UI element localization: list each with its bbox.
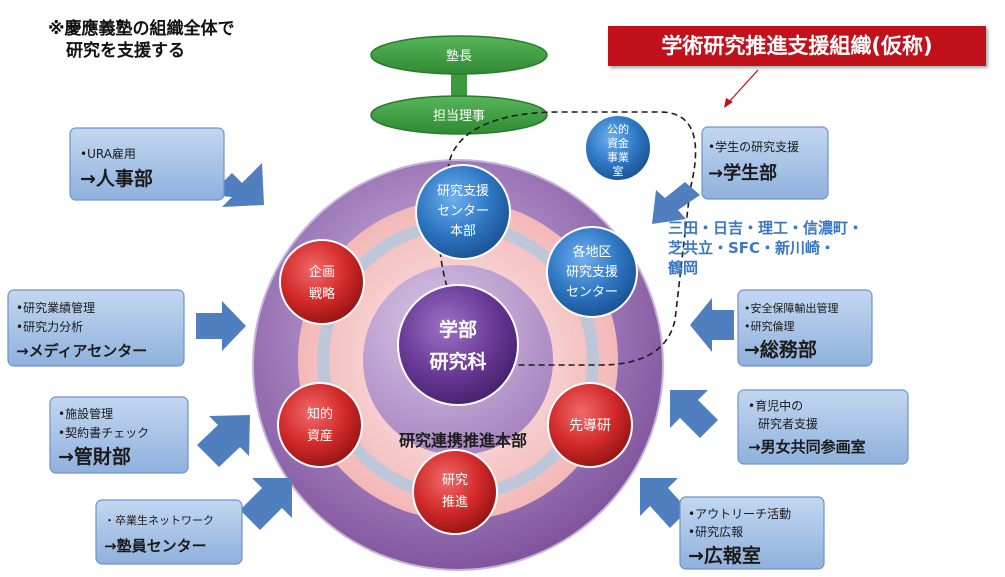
research-support-hq-circle — [415, 164, 511, 260]
arrow-students — [652, 182, 700, 224]
ip-line1: 知的 — [307, 406, 333, 422]
regional-centers-line1: 各地区 — [572, 244, 611, 260]
banner-pointer-head — [724, 98, 733, 108]
promotion-circle — [412, 449, 498, 535]
box-gender-item1: •育児中の — [748, 398, 803, 413]
advanced-line1: 先導研 — [569, 418, 611, 434]
intro-line1: ※慶應義塾の組織全体で — [48, 19, 235, 39]
box-gender: •育児中の 研究者支援 →男女共同参画室 — [737, 389, 909, 465]
campus-line1: 三田・日吉・理工・信濃町・ — [668, 219, 864, 237]
president-label: 塾長 — [446, 48, 472, 64]
arrow-media — [196, 301, 246, 351]
box-general-item1: •安全保障輸出管理 — [744, 301, 839, 315]
director-ellipse — [370, 95, 548, 135]
campus-line2: 芝共立・SFC・新川崎・ — [668, 239, 836, 257]
arrow-general — [690, 298, 734, 352]
box-general: •安全保障輸出管理 •研究倫理 →総務部 — [737, 289, 873, 367]
regional-centers-line2: 研究支援 — [566, 265, 618, 280]
box-students: •学生の研究支援 →学生部 — [701, 126, 829, 200]
box-hr: •URA雇用 →人事部 — [69, 127, 225, 201]
box-pr: •アウトリーチ活動 •研究広報 →広報室 — [679, 496, 825, 570]
box-students-dept: →学生部 — [708, 162, 777, 184]
public-funds-line2: 資金 — [607, 136, 629, 150]
advanced-circle — [547, 382, 633, 468]
box-media-item1: •研究業績管理 — [16, 300, 95, 315]
box-facilities-dept: →管財部 — [58, 445, 131, 468]
arrow-gender — [670, 390, 718, 438]
box-hr-item1: •URA雇用 — [80, 146, 136, 161]
promotion-line2: 推進 — [442, 495, 468, 510]
research-support-hq-line2: センター — [437, 204, 489, 219]
box-students-item1: •学生の研究支援 — [708, 139, 799, 154]
center-faculty-circle — [397, 284, 519, 406]
box-media-dept: →メディアセンター — [16, 342, 147, 360]
ip-circle — [277, 382, 363, 468]
ring-label: 研究連携推進本部 — [399, 431, 527, 450]
arrow-pr — [640, 478, 688, 528]
arrow-facilities — [197, 415, 250, 467]
box-general-dept: →総務部 — [744, 338, 817, 361]
box-alumni-item1: ・卒業生ネットワーク — [104, 513, 214, 527]
center-faculty-line1: 学部 — [439, 318, 477, 341]
box-facilities: •施設管理 •契約書チェック →管財部 — [49, 396, 189, 474]
campus-line3: 鶴岡 — [668, 259, 699, 277]
public-funds-line1: 公的 — [607, 122, 629, 136]
regional-centers-line3: センター — [566, 285, 618, 300]
planning-circle — [279, 239, 365, 325]
box-media-item2: •研究力分析 — [16, 319, 83, 334]
center-faculty-line2: 研究科 — [429, 350, 486, 373]
pink-ring — [297, 199, 618, 521]
box-gender-item2: 研究者支援 — [758, 416, 818, 431]
box-facilities-item1: •施設管理 — [58, 406, 113, 421]
public-funds-circle — [584, 114, 652, 182]
box-pr-item2: •研究広報 — [688, 524, 743, 539]
box-hr-dept: →人事部 — [80, 167, 153, 190]
public-funds-line3: 事業 — [607, 151, 629, 164]
planning-line2: 戦略 — [309, 286, 335, 302]
box-media: •研究業績管理 •研究力分析 →メディアセンター — [7, 289, 185, 367]
research-support-hq-line3: 本部 — [450, 224, 476, 239]
box-general-item2: •研究倫理 — [744, 319, 795, 333]
arrow-alumni — [240, 478, 292, 530]
public-funds-line4: 室 — [613, 164, 624, 178]
research-support-hq-line1: 研究支援 — [437, 184, 489, 199]
box-pr-item1: •アウトリーチ活動 — [688, 507, 791, 521]
box-facilities-item2: •契約書チェック — [58, 425, 149, 440]
regional-centers-circle — [546, 226, 638, 318]
banner-pointer-line — [727, 69, 759, 104]
box-alumni: ・卒業生ネットワーク →塾員センター — [95, 499, 243, 565]
box-gender-dept: →男女共同参画室 — [748, 438, 866, 456]
president-ellipse — [370, 35, 548, 75]
director-label: 担当理事 — [433, 109, 485, 124]
box-pr-dept: →広報室 — [688, 544, 761, 567]
ip-line2: 資産 — [307, 428, 333, 444]
campus-list: 三田・日吉・理工・信濃町・ 芝共立・SFC・新川崎・ 鶴岡 — [668, 218, 863, 278]
intro-text: ※慶應義塾の組織全体で 研究を支援する — [48, 18, 235, 62]
planning-line1: 企画 — [309, 264, 335, 280]
promotion-line1: 研究 — [442, 473, 468, 488]
org-banner: 学術研究推進支援組織(仮称) — [608, 26, 986, 66]
intro-line2: 研究を支援する — [66, 41, 185, 61]
box-alumni-dept: →塾員センター — [104, 537, 207, 555]
